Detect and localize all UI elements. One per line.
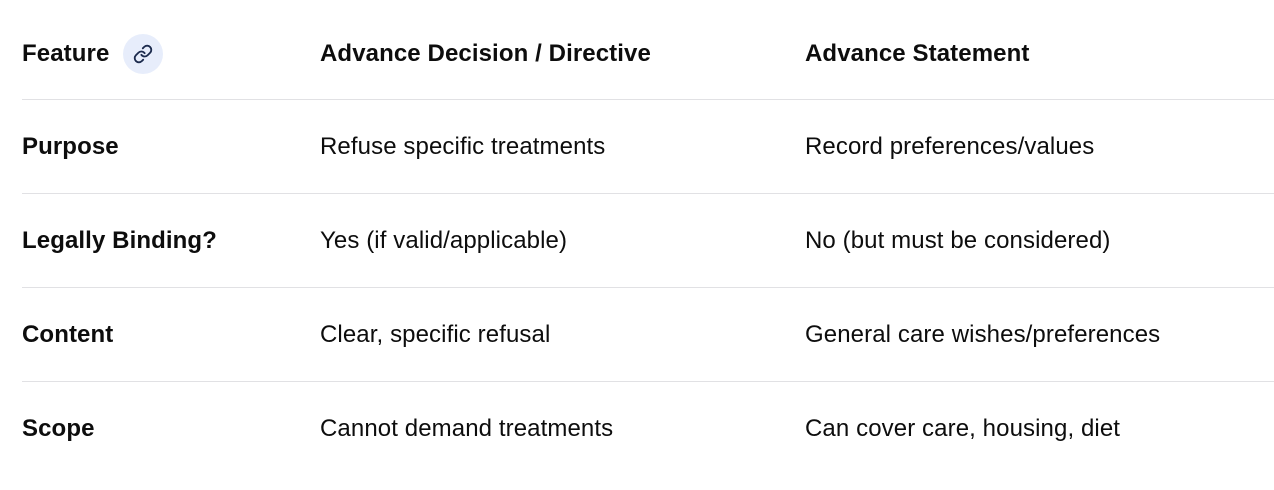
statement-cell: Record preferences/values <box>805 132 1095 160</box>
statement-cell: Can cover care, housing, diet <box>805 415 1121 443</box>
table-row: Purpose Refuse specific treatments Recor… <box>22 100 1274 194</box>
table-row: Content Clear, specific refusal General … <box>22 288 1274 382</box>
decision-cell: Yes (if valid/applicable) <box>320 226 568 254</box>
table-header-row: Feature Advance Decision / Directive Adv… <box>22 0 1274 100</box>
link-icon <box>133 44 153 64</box>
statement-cell: No (but must be considered) <box>805 226 1111 254</box>
decision-column-header: Advance Decision / Directive <box>320 40 651 68</box>
decision-cell: Clear, specific refusal <box>320 320 551 348</box>
table-row: Legally Binding? Yes (if valid/applicabl… <box>22 194 1274 288</box>
comparison-table: Feature Advance Decision / Directive Adv… <box>22 0 1274 476</box>
row-feature-label: Legally Binding? <box>22 226 217 254</box>
decision-cell: Cannot demand treatments <box>320 415 614 443</box>
row-feature-label: Purpose <box>22 132 119 160</box>
row-feature-label: Scope <box>22 415 95 443</box>
statement-column-header: Advance Statement <box>805 40 1030 68</box>
decision-cell: Refuse specific treatments <box>320 132 606 160</box>
row-feature-label: Content <box>22 320 114 348</box>
feature-column-header-label: Feature <box>22 40 110 68</box>
feature-column-header: Feature <box>22 34 320 74</box>
anchor-link-button[interactable] <box>123 34 164 74</box>
table-row: Scope Cannot demand treatments Can cover… <box>22 382 1274 476</box>
statement-cell: General care wishes/preferences <box>805 320 1161 348</box>
